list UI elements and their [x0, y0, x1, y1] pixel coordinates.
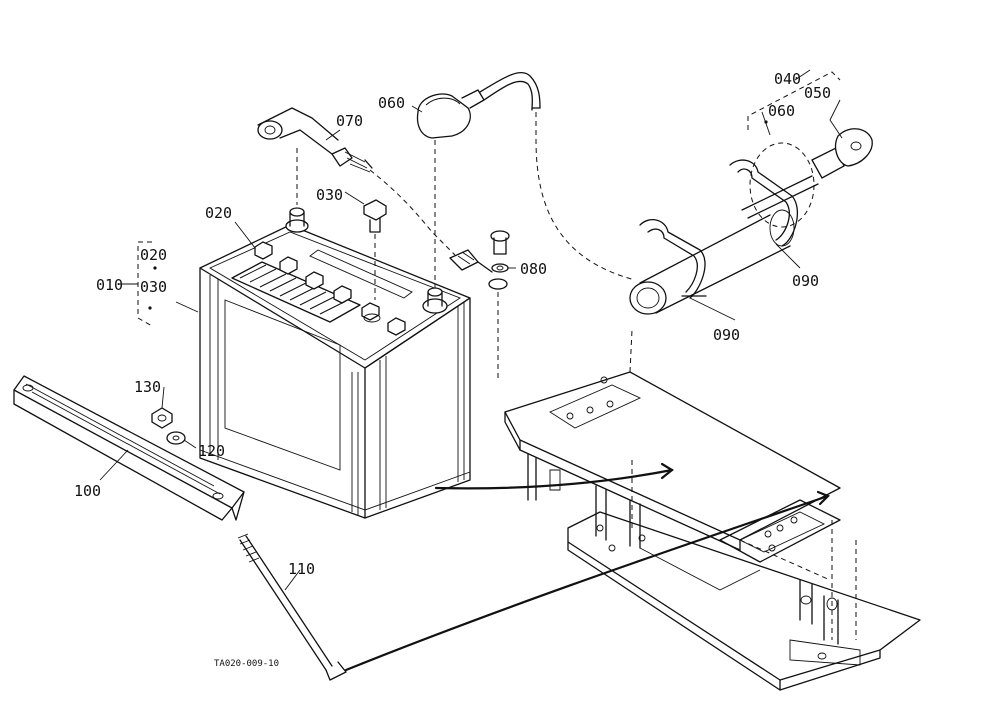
label-070: 070 — [336, 112, 363, 130]
battery-warning-label — [231, 261, 361, 323]
label-120: 120 — [198, 442, 225, 460]
label-050: 050 — [804, 84, 831, 102]
nut-130 — [151, 407, 173, 429]
terminal-bolt — [363, 199, 387, 233]
label-040: 040 — [774, 70, 801, 88]
negative-cable-terminal — [257, 107, 373, 173]
tube-clamp-right — [729, 159, 798, 247]
positive-cable-cap — [416, 89, 485, 139]
positive-cable-plug — [741, 128, 873, 219]
part-labels: 010 020 030 020 030 070 060 080 040 050 … — [74, 70, 831, 669]
battery-hold-down-bar — [13, 375, 245, 521]
label-090-left: 090 — [713, 326, 740, 344]
label-020-battery: 020 — [205, 204, 232, 222]
label-130: 130 — [134, 378, 161, 396]
battery-terminal-negative — [285, 207, 309, 233]
label-060-plug: 060 — [768, 102, 795, 120]
label-030-bracket: 030 — [140, 278, 167, 296]
battery-cell-caps — [254, 241, 406, 336]
positive-cable-ring-terminal — [449, 249, 508, 290]
label-110: 110 — [288, 560, 315, 578]
label-030-bolt: 030 — [316, 186, 343, 204]
label-090-right: 090 — [792, 272, 819, 290]
battery — [199, 207, 471, 519]
label-020-bracket: 020 — [140, 246, 167, 264]
label-100: 100 — [74, 482, 101, 500]
label-010: 010 — [96, 276, 123, 294]
battery-terminal-positive — [422, 287, 448, 314]
hold-down-rod — [237, 533, 347, 681]
cable-protector-tube — [629, 209, 795, 315]
battery-tray — [504, 371, 921, 691]
label-060-cable: 060 — [378, 94, 405, 112]
label-080: 080 — [520, 260, 547, 278]
washer-120 — [166, 431, 186, 445]
bolt-080 — [490, 230, 510, 273]
tube-clamp-left — [639, 219, 707, 299]
drawing-code: TA020-009-10 — [214, 659, 279, 669]
